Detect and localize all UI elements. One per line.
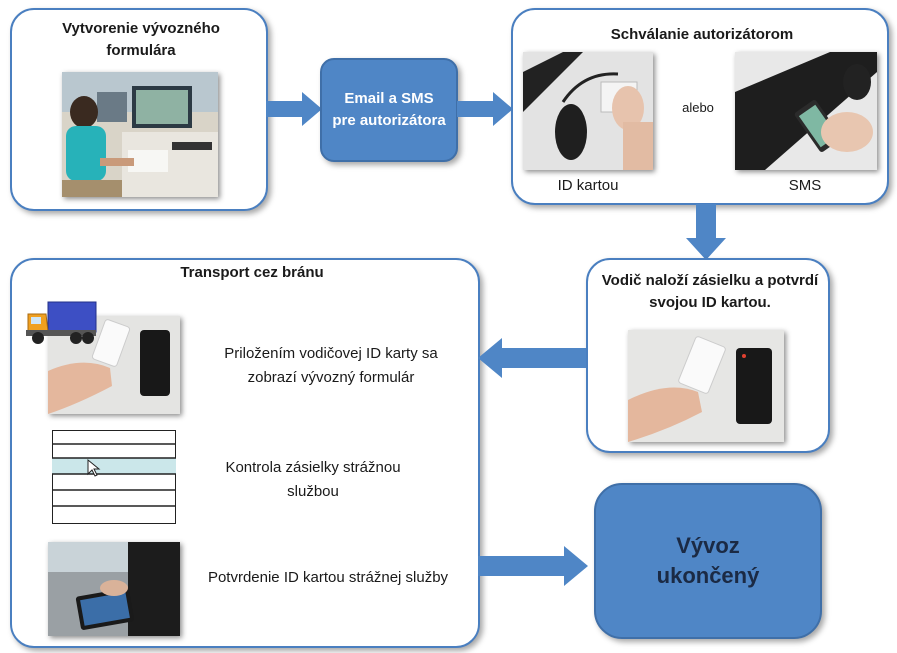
id-card-reader-photo	[523, 52, 653, 170]
shipment-form-list-image	[52, 430, 176, 524]
driver-id-card-photo	[628, 330, 784, 442]
transport-gate-box: Transport cez bránu Priložením vodičovej…	[10, 258, 480, 648]
or-label: alebo	[682, 100, 714, 115]
step-authorizer-approval-title: Schválanie autorizátorom	[610, 26, 794, 43]
option-sms-label: SMS	[788, 177, 822, 194]
arrow-right-final	[478, 546, 588, 586]
arrow-down	[686, 204, 726, 260]
transport-gate-title: Transport cez bránu	[180, 264, 324, 281]
email-sms-label: Email a SMS pre autorizátora	[332, 90, 446, 129]
truck-icon	[24, 298, 98, 346]
step-driver-loads-title: Vodič naloží zásielku a potvrdí svojou I…	[601, 272, 819, 311]
gate-card-reader-photo	[48, 316, 180, 414]
step-authorizer-approval-box: Schválanie autorizátorom alebo ID kartou…	[511, 8, 889, 205]
guard-tablet-photo	[48, 542, 180, 636]
arrow-right-1	[266, 92, 322, 126]
step-create-form-title: Vytvorenie vývozného formulára	[62, 20, 220, 59]
step-create-form-box: Vytvorenie vývozného formulára	[10, 8, 268, 211]
step-driver-loads-box: Vodič naloží zásielku a potvrdí svojou I…	[586, 258, 830, 453]
export-completed-label: Vývoz ukončený	[656, 533, 760, 588]
export-completed-box: Vývoz ukončený	[594, 483, 822, 639]
transport-step-inspection-text: Kontrola zásielky strážnou službou	[225, 459, 401, 500]
transport-step-guard-confirm-text: Potvrdenie ID kartou strážnej služby	[207, 569, 449, 586]
sms-phone-photo	[735, 52, 877, 170]
office-worker-photo	[62, 72, 218, 197]
email-sms-notification-box: Email a SMS pre autorizátora	[320, 58, 458, 162]
transport-step-id-card-text: Priložením vodičovej ID karty sa zobrazí…	[224, 345, 438, 386]
arrow-right-2	[457, 92, 513, 126]
arrow-left	[478, 338, 586, 378]
option-id-card-label: ID kartou	[557, 177, 619, 194]
